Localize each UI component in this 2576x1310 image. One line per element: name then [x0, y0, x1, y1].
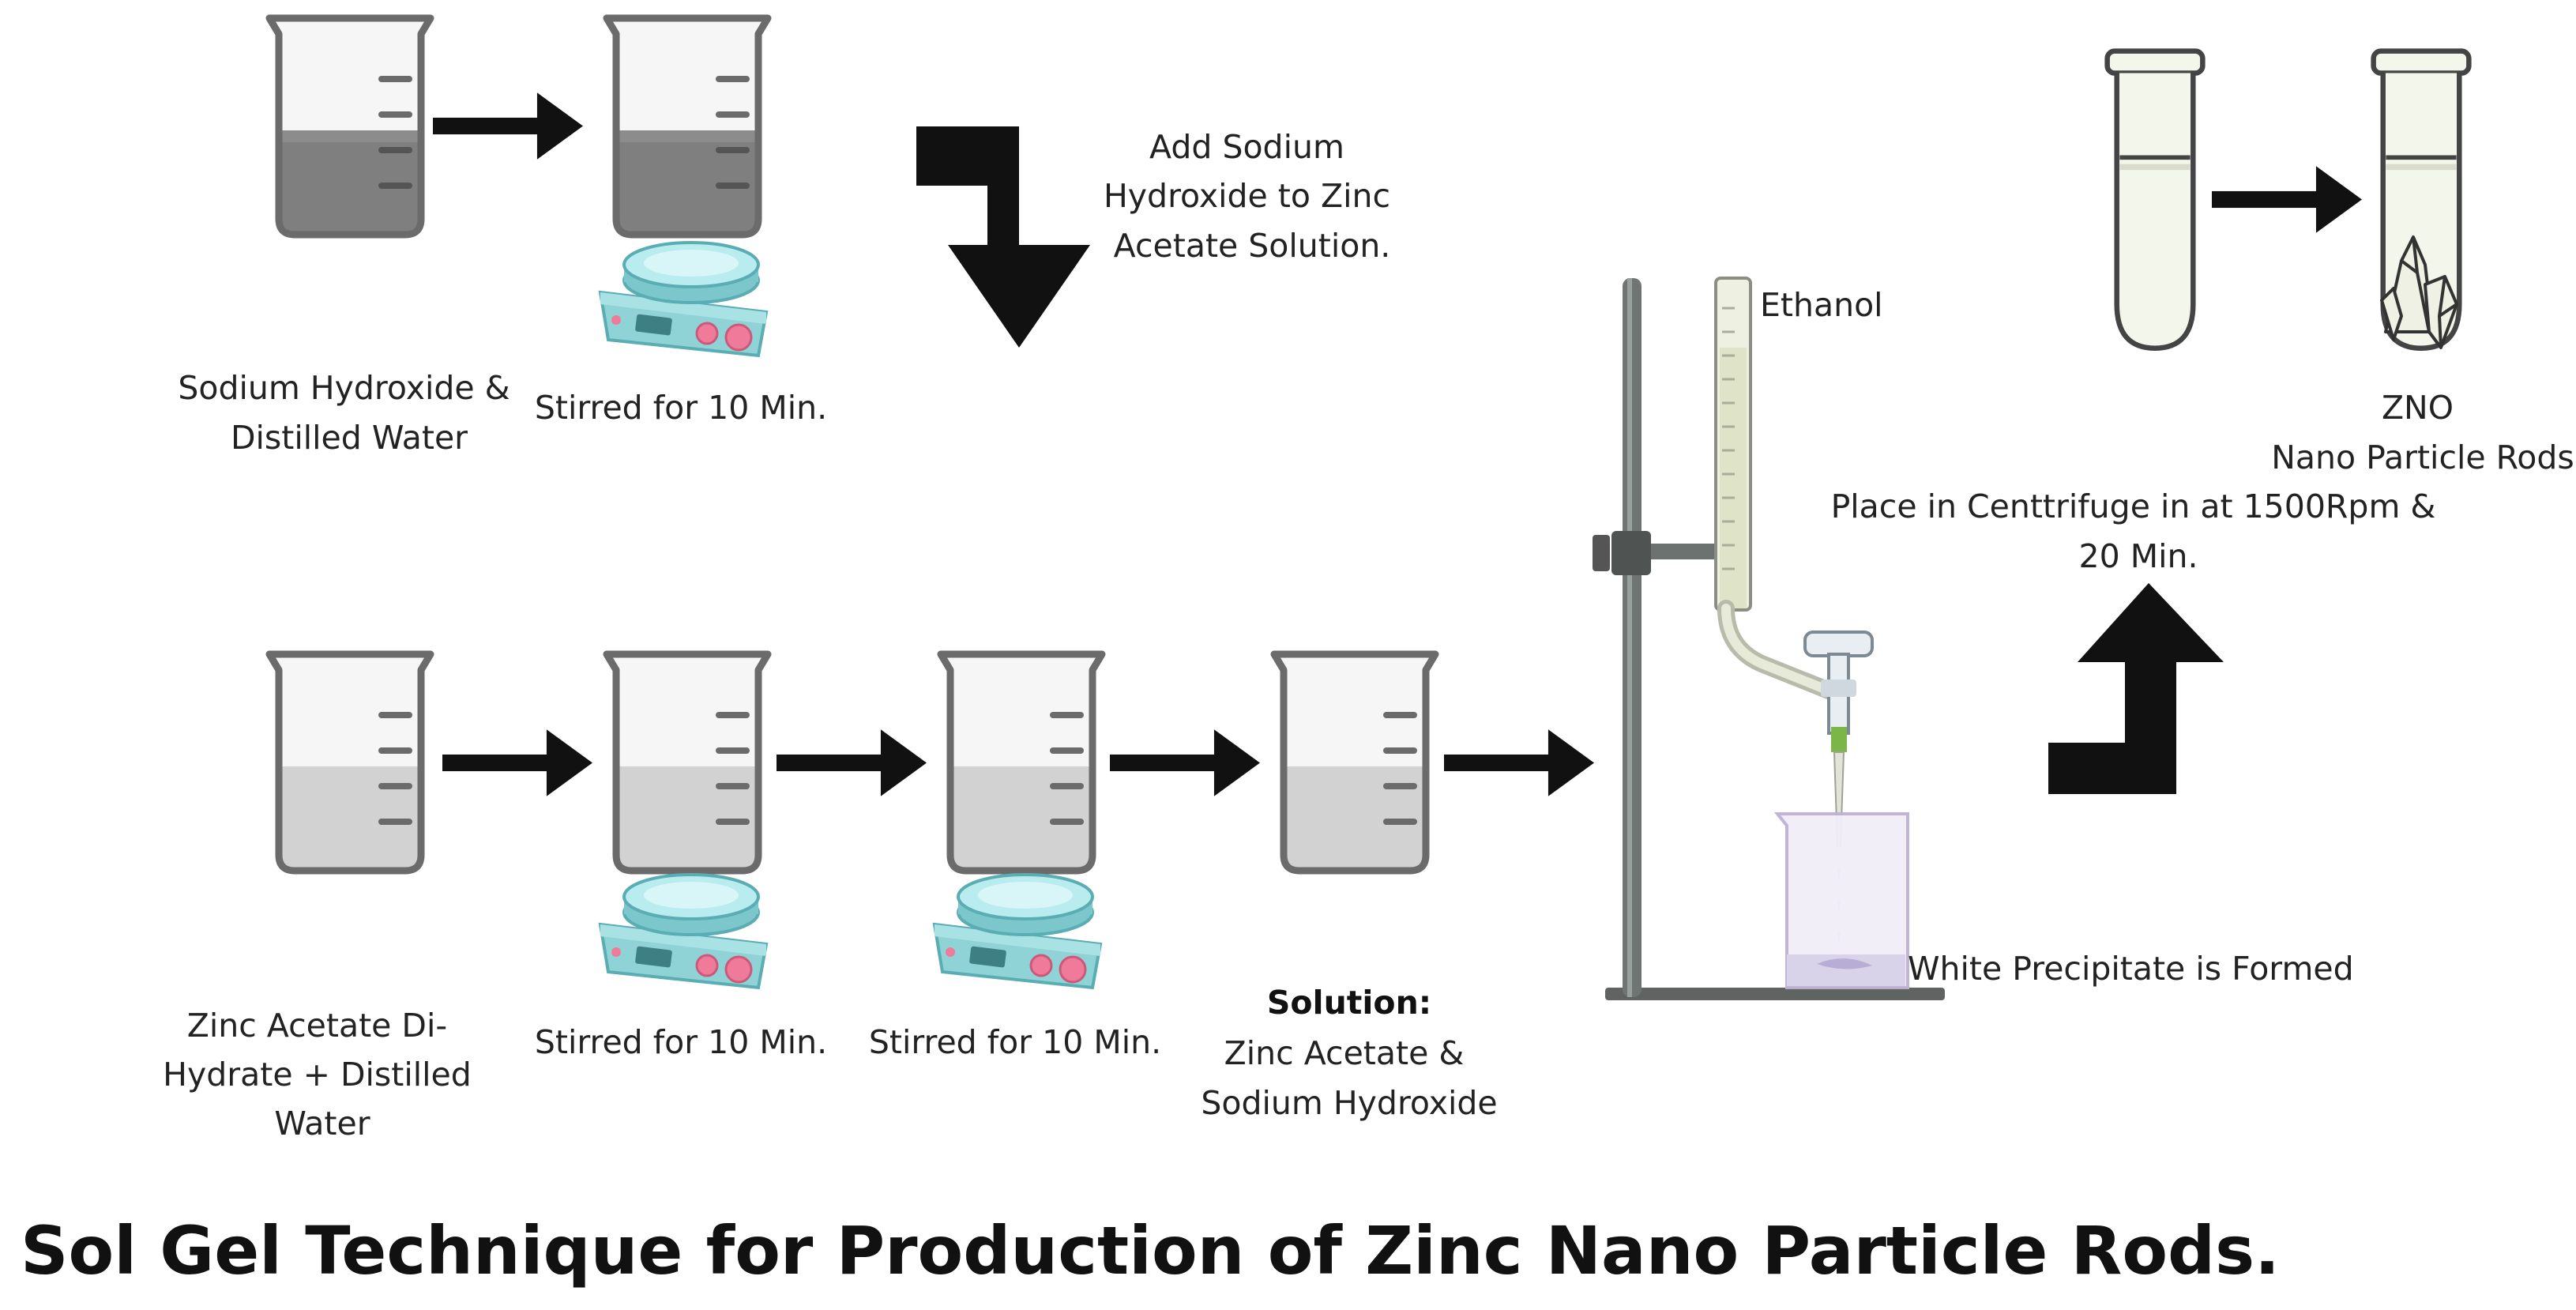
right-arrow-icon: [433, 92, 583, 160]
beaker-icon-zinc-acetate: [269, 654, 431, 871]
right-arrow-icon: [1110, 729, 1260, 796]
label-add-sodium-hydroxide: Add Sodium Hydroxide to Zinc Acetate Sol…: [1104, 128, 1401, 265]
label-ethanol: Ethanol: [1760, 286, 1883, 324]
label-solution-contents: Zinc Acetate & Sodium Hydroxide: [1201, 1034, 1497, 1122]
bent-down-arrow-icon: [916, 126, 1090, 348]
label-stirred-bottom-2: Stirred for 10 Min.: [869, 1023, 1161, 1061]
right-arrow-icon: [777, 729, 927, 796]
crystal-icon: [2380, 235, 2458, 349]
label-stirred-bottom-1: Stirred for 10 Min.: [535, 1023, 827, 1061]
test-tube-icon: [2108, 51, 2203, 348]
label-white-precipitate: White Precipitate is Formed: [1908, 950, 2354, 988]
burette-stand-icon: [1593, 277, 1945, 1000]
bent-up-arrow-icon: [2048, 583, 2224, 794]
magnetic-stirrer-icon: [599, 241, 768, 357]
right-arrow-icon: [2212, 166, 2362, 233]
magnetic-stirrer-icon: [599, 873, 768, 989]
label-sodium-hydroxide-water: Sodium Hydroxide & Distilled Water: [178, 369, 520, 457]
right-arrow-icon: [1444, 729, 1594, 796]
label-stirred-top: Stirred for 10 Min.: [535, 389, 827, 427]
diagram-title: Sol Gel Technique for Production of Zinc…: [21, 1212, 2280, 1289]
right-arrow-icon: [442, 729, 592, 796]
beaker-icon-stirred-1: [607, 654, 768, 871]
label-centrifuge-step: Place in Centtrifuge in at 1500Rpm & 20 …: [1831, 487, 2446, 575]
beaker-icon-stirred-2: [941, 654, 1102, 871]
label-solution-heading: Solution:: [1267, 984, 1431, 1022]
label-zinc-acetate-water: Zinc Acetate Di- Hydrate + Distilled Wat…: [163, 1007, 482, 1142]
magnetic-stirrer-icon: [933, 873, 1102, 989]
beaker-icon-stirred-top: [607, 18, 768, 235]
beaker-icon-solution: [1274, 654, 1435, 871]
label-zno-product: ZNO Nano Particle Rods: [2271, 389, 2574, 476]
beaker-icon-naoh: [269, 18, 431, 235]
